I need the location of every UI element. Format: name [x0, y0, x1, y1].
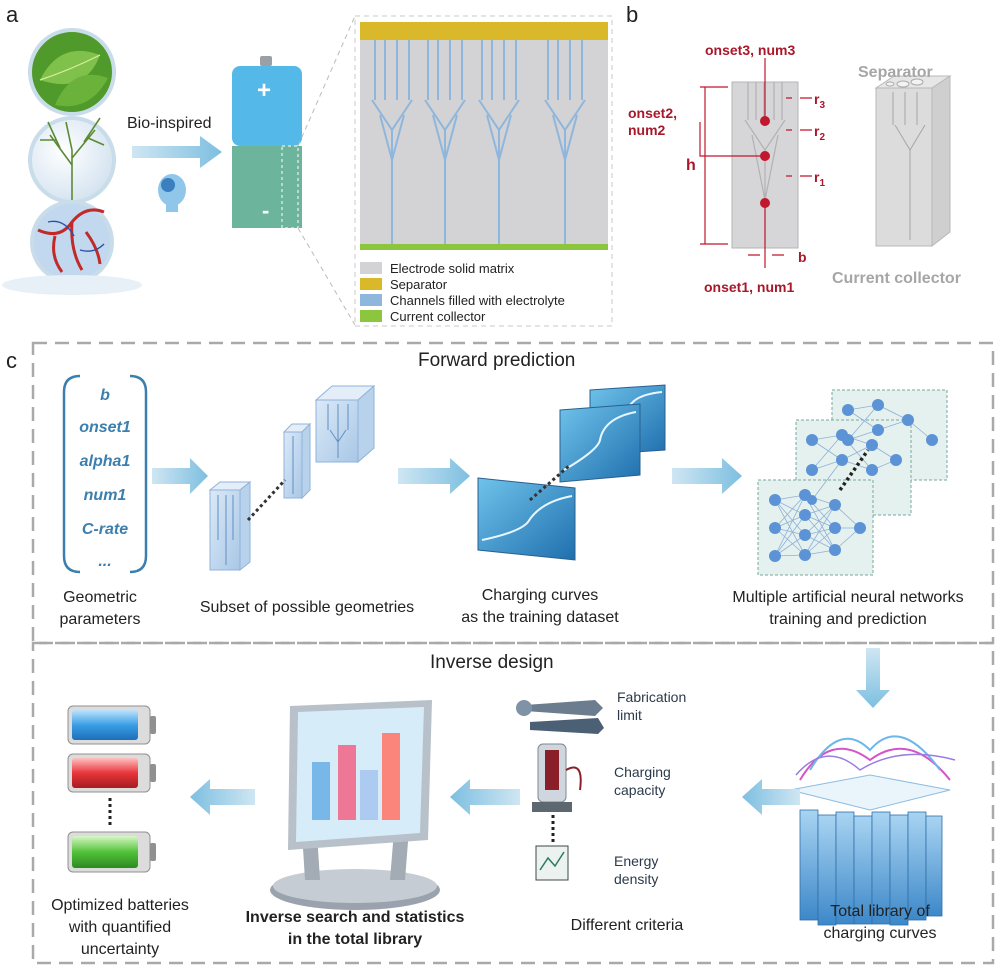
- legend-swatch-channels: [360, 294, 382, 306]
- legend-label-electrode: Electrode solid matrix: [390, 261, 515, 276]
- legend-swatch-electrode: [360, 262, 382, 274]
- charging-curve-screens: [477, 384, 666, 561]
- fabrication-label-line2: limit: [617, 707, 642, 723]
- onset1-label: onset1, num1: [704, 279, 794, 295]
- leaf-circle: [28, 28, 116, 116]
- cross-section-legend: Electrode solid matrix Separator Channel…: [360, 261, 565, 324]
- legend-label-channels: Channels filled with electrolyte: [390, 293, 565, 308]
- r3-label: r3: [814, 91, 825, 111]
- library-label-line2: charging curves: [824, 925, 937, 942]
- parameter-list: b onset1 alpha1 num1 C-rate ...: [62, 374, 148, 574]
- branch-circle: [28, 116, 116, 204]
- arrow-params-to-geometries: [152, 458, 208, 494]
- onset2-label-line1: onset2,: [628, 105, 677, 121]
- neural-network-stack: [757, 389, 948, 576]
- param-onset1: onset1: [79, 419, 131, 436]
- current-collector-label: Current collector: [832, 270, 961, 287]
- arrow-library-to-criteria: [742, 779, 800, 815]
- bio-arrow: [132, 136, 222, 168]
- battery-test-icon: [532, 743, 582, 812]
- panel-c: Forward prediction Inverse design b onse…: [31, 341, 995, 965]
- library-label-line1: Total library of: [830, 903, 930, 920]
- optimized-batteries: [67, 705, 156, 873]
- battery-plus: +: [257, 77, 271, 104]
- panel-b: onset3, num3 onset2, num2 h r3 r2 r1 b o…: [628, 42, 961, 295]
- legend-label-collector: Current collector: [390, 309, 486, 324]
- r2-label: r2: [814, 123, 825, 143]
- optimized-label-line1: Optimized batteries: [51, 897, 189, 914]
- charging-label-line2: as the training dataset: [461, 609, 619, 626]
- electrode-cross-section: Electrode solid matrix Separator Channel…: [354, 15, 613, 327]
- h-label: h: [686, 157, 696, 174]
- arrow-networks-to-library: [856, 648, 890, 708]
- energy-label-line2: density: [614, 871, 658, 887]
- optimized-label-line3: uncertainty: [81, 941, 159, 958]
- search-label-line1: Inverse search and statistics: [246, 909, 465, 926]
- energy-label-line1: Energy: [614, 853, 658, 869]
- param-c-rate: C-rate: [82, 521, 128, 538]
- panel-label-a: a: [6, 2, 19, 27]
- legend-swatch-separator: [360, 278, 382, 290]
- charging-label-line1: Charging curves: [482, 587, 599, 604]
- capacity-label-line1: Charging: [614, 764, 671, 780]
- red-battery: [67, 753, 156, 793]
- b-label: b: [798, 249, 807, 265]
- separator-label: Separator: [858, 64, 933, 81]
- battery-icon: + -: [232, 56, 302, 229]
- criteria-label: Different criteria: [571, 917, 684, 934]
- green-battery: [67, 831, 156, 873]
- vessel-circle: [30, 200, 114, 284]
- geometry-cubes: [208, 384, 376, 572]
- search-label-line2: in the total library: [288, 931, 422, 948]
- arrow-criteria-to-search: [450, 779, 520, 815]
- battery-minus: -: [262, 198, 269, 223]
- onset2-label-line2: num2: [628, 122, 666, 138]
- inverse-search-display: [270, 700, 440, 910]
- optimized-label-line2: with quantified: [68, 919, 171, 936]
- total-library-books: [789, 735, 956, 926]
- ann-label-line2: training and prediction: [769, 611, 926, 628]
- onset3-label: onset3, num3: [705, 42, 795, 58]
- inverse-frame: [31, 641, 995, 965]
- param-ellipsis: ...: [98, 553, 111, 570]
- arrow-search-to-optimized: [190, 779, 255, 815]
- param-num1: num1: [84, 487, 127, 504]
- forward-frame: [31, 341, 995, 645]
- fabrication-label-line1: Fabrication: [617, 689, 686, 705]
- capacity-label-line2: capacity: [614, 782, 665, 798]
- r1-label: r1: [814, 169, 825, 189]
- arrow-curves-to-networks: [672, 458, 742, 494]
- panel-a: Bio-inspired + -: [2, 15, 613, 327]
- param-alpha1: alpha1: [80, 453, 131, 470]
- ann-label-line1: Multiple artificial neural networks: [732, 589, 963, 606]
- param-b: b: [100, 387, 110, 404]
- blue-battery: [67, 705, 156, 745]
- inverse-title: Inverse design: [430, 652, 554, 673]
- arrow-geometries-to-curves: [398, 458, 470, 494]
- bio-inspired-label: Bio-inspired: [127, 115, 211, 132]
- legend-label-separator: Separator: [390, 277, 448, 292]
- forward-title: Forward prediction: [418, 350, 575, 371]
- geometric-label-line1: Geometric: [63, 589, 137, 606]
- brain-head-icon: [158, 174, 186, 212]
- panel-label-c: c: [6, 348, 17, 373]
- wrench-icon: [516, 700, 604, 734]
- unit-cell-3d: [874, 75, 952, 248]
- legend-swatch-collector: [360, 310, 382, 322]
- energy-meter-icon: [535, 845, 569, 881]
- subset-label: Subset of possible geometries: [200, 599, 414, 616]
- panel-label-b: b: [626, 2, 638, 27]
- geometric-label-line2: parameters: [60, 611, 141, 628]
- dimension-lines: [699, 58, 812, 268]
